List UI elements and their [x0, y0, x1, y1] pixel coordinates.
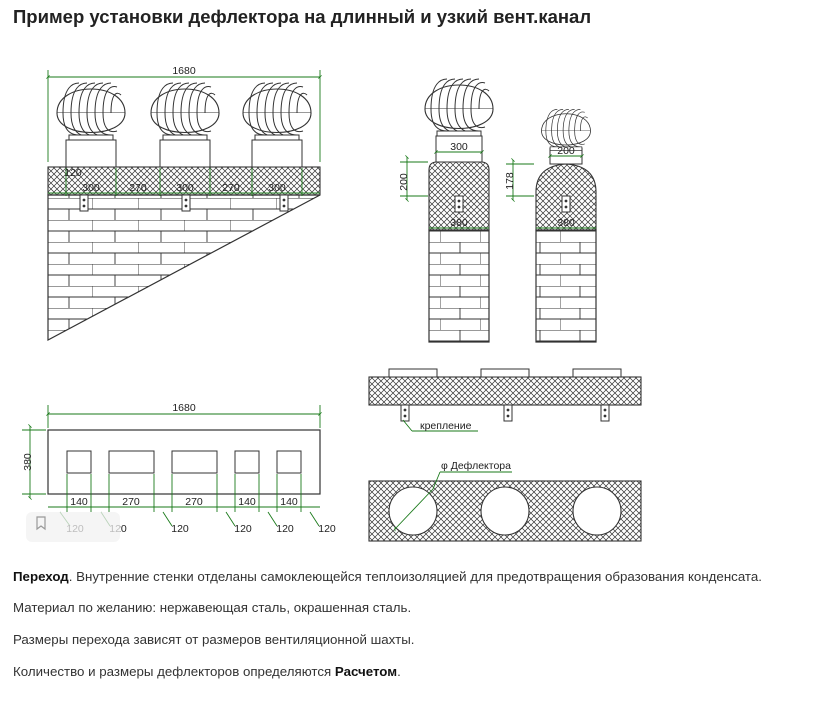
paragraph-material: Материал по желанию: нержавеющая сталь, …	[13, 600, 412, 615]
plan-height-label: 380	[22, 453, 34, 471]
plan-offset-dim-2: 120	[171, 523, 189, 535]
front-dim-1: 300	[82, 182, 100, 194]
plan-bottom-dim-0: 140	[70, 496, 88, 508]
section-label: φ Дефлектора	[441, 460, 511, 472]
side-view-right: 200 178 380	[504, 109, 597, 343]
plan-bottom-dim-2: 270	[185, 496, 203, 508]
side-right-width-label: 380	[557, 217, 575, 229]
mount-label: крепление	[420, 420, 472, 432]
plan-bottom-dim-4: 140	[280, 496, 298, 508]
front-width-label: 1680	[172, 65, 196, 77]
plan-offset-dim-4: 120	[276, 523, 294, 535]
mount-view: крепление	[368, 368, 642, 432]
plan-bottom-dim-1: 270	[122, 496, 140, 508]
plan-bottom-dim-3: 140	[238, 496, 256, 508]
side-left-pipe-label: 300	[450, 141, 468, 153]
page-title: Пример установки дефлектора на длинный и…	[13, 6, 592, 27]
front-view: 1680 120 300 270 300 270 300	[46, 65, 322, 341]
side-left-height-label: 200	[398, 173, 410, 191]
plan-offset-dim-5: 120	[318, 523, 336, 535]
front-dim-5: 300	[268, 182, 286, 194]
bookmark-icon[interactable]	[26, 512, 120, 542]
calculation-link[interactable]: Расчетом	[334, 664, 398, 679]
side-view-left: 300 200 380	[398, 78, 494, 343]
front-dim-2: 270	[129, 182, 147, 194]
side-right-pipe-label: 200	[557, 145, 575, 157]
front-dim-4: 270	[222, 182, 240, 194]
plan-offset-dim-3: 120	[234, 523, 252, 535]
front-dim-0: 120	[64, 167, 82, 179]
front-dim-3: 300	[176, 182, 194, 194]
plan-width-label: 1680	[172, 402, 196, 414]
paragraph-quantity: Количество и размеры дефлекторов определ…	[13, 664, 401, 679]
section-view: φ Дефлектора	[368, 460, 642, 542]
technical-drawing: 1680 120 300 270 300 270 300	[22, 65, 642, 542]
side-left-width-label: 380	[450, 217, 468, 229]
side-right-height-label: 178	[504, 172, 516, 190]
paragraph-sizes: Размеры перехода зависят от размеров вен…	[13, 632, 415, 647]
paragraph-transition: Переход. Внутренние стенки отделаны само…	[13, 569, 762, 584]
top-plan-view: 1680 380 140 270 270 140 140 120 120 120…	[22, 402, 336, 535]
